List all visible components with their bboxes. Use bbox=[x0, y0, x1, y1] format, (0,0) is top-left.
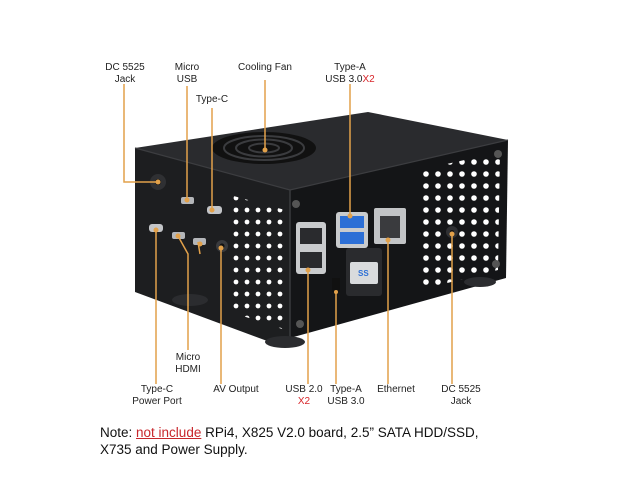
usb3-logo-text: SS bbox=[358, 269, 369, 278]
label-type-a-usb30-top: Type-A USB 3.0X2 bbox=[325, 62, 375, 85]
label-type-c: Type-C bbox=[195, 94, 229, 105]
label-ethernet: Ethernet bbox=[377, 384, 415, 395]
label-dc-jack-right: DC 5525 Jack bbox=[441, 384, 481, 407]
label-cooling-fan: Cooling Fan bbox=[238, 62, 292, 73]
micro-hdmi-port-2 bbox=[193, 238, 206, 245]
label-micro-usb: Micro USB bbox=[174, 62, 200, 85]
label-micro-hdmi: Micro HDMI bbox=[175, 352, 201, 375]
label-av-output: AV Output bbox=[213, 384, 259, 395]
note-highlight: not include bbox=[136, 425, 202, 440]
label-dc-jack-left: DC 5525 Jack bbox=[105, 62, 145, 85]
label-usb20: USB 2.0 X2 bbox=[285, 384, 323, 407]
package-note: Note: not include RPi4, X825 V2.0 board,… bbox=[100, 425, 479, 457]
label-type-a-usb30-bottom: Type-A USB 3.0 bbox=[327, 384, 365, 407]
label-type-c-power: Type-C Power Port bbox=[132, 384, 182, 407]
pointer-lines bbox=[123, 80, 453, 384]
